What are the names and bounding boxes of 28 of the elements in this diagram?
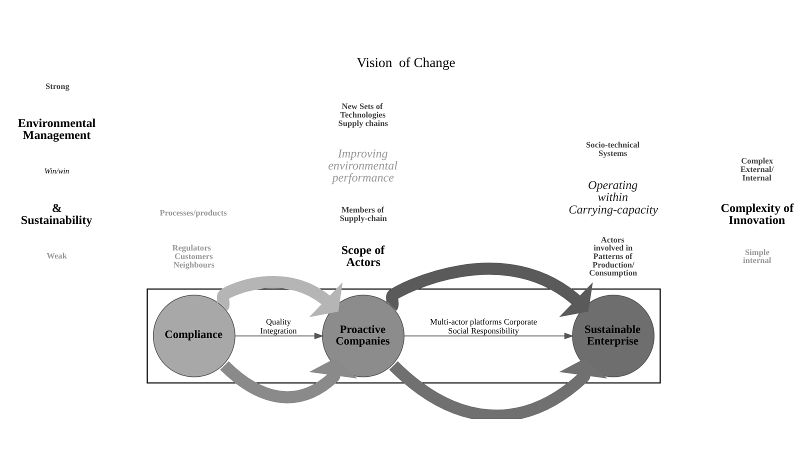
label: Operating within Carrying-capacity [568, 178, 658, 216]
diagram-title: Vision of Change [356, 54, 456, 70]
label: & Sustainability [20, 200, 92, 226]
label: Complex External/ Internal [740, 156, 774, 182]
label: Simple internal [743, 247, 772, 265]
label: Weak [46, 251, 67, 260]
label: Strong [45, 82, 70, 91]
label: Scope of Actors [341, 242, 385, 269]
label: Improving environmental performance [328, 146, 398, 184]
node-circle: Compliance [152, 294, 236, 377]
label: Regulators Customers Neighbours [172, 243, 214, 269]
label: New Sets of Technologies Supply chains [338, 102, 388, 128]
cluster [146, 288, 661, 383]
label: Environmental Management [18, 116, 96, 142]
arrow [220, 358, 358, 403]
edge-label: Multi-actor platforms Corporate Social Responsibility [430, 316, 538, 336]
node-circle: Proactive Companies [322, 294, 404, 377]
arrow [234, 332, 324, 339]
node-circle: Sustainable Enterprise [572, 294, 655, 377]
label: Actors involved in Patterns of Production/ Consumption [589, 234, 638, 278]
label: Members of Supply-chain [340, 205, 387, 222]
label: Processes/products [160, 208, 227, 218]
arrow [389, 358, 608, 418]
edge-label: Quality Integration [260, 316, 297, 336]
label: Win/win [44, 166, 70, 176]
label: Socio-technical Systems [586, 140, 640, 158]
label: Complexity of Innovation [720, 200, 794, 226]
arrow [404, 332, 574, 339]
